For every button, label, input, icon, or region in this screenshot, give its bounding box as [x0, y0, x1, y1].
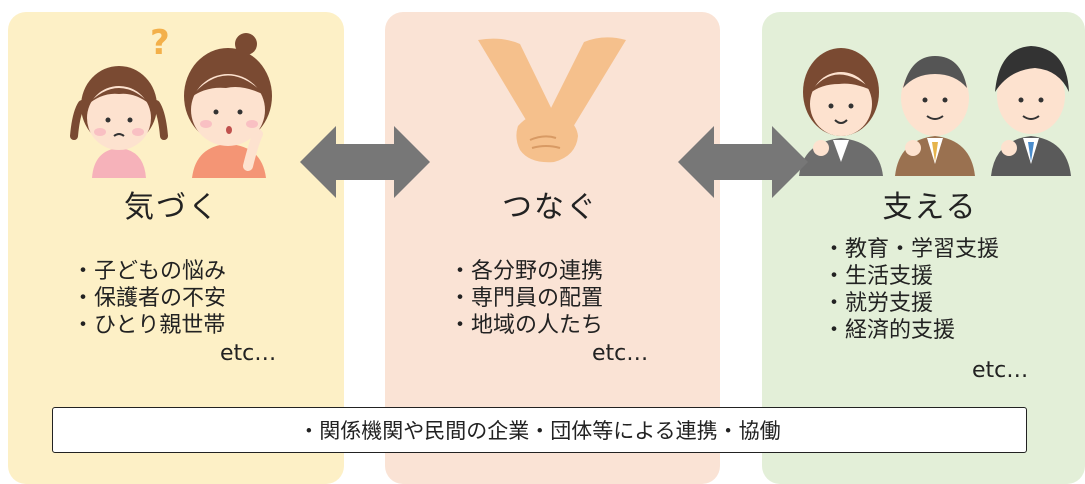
double-arrow-right-icon: [678, 126, 808, 198]
etc-label: etc…: [972, 358, 1029, 383]
list-item: ・保護者の不安: [72, 286, 227, 311]
panel-connect: [385, 12, 720, 484]
collaboration-text: ・関係機関や民間の企業・団体等による連携・協働: [298, 419, 781, 443]
list-item: ・専門員の配置: [449, 286, 604, 311]
question-mark-icon: ?: [150, 23, 170, 63]
item-list-connect: ・各分野の連携 ・専門員の配置 ・地域の人たち: [449, 258, 603, 339]
list-item: ・経済的支援: [823, 318, 956, 343]
etc-label: etc…: [220, 341, 277, 366]
item-list-support: ・教育・学習支援 ・生活支援 ・就労支援 ・経済的支援: [823, 236, 999, 344]
panel-title-connect: つなぐ: [502, 190, 598, 225]
list-item: ・子どもの悩み: [72, 259, 227, 284]
etc-label: etc…: [592, 341, 649, 366]
list-item: ・就労支援: [823, 291, 934, 316]
list-item: ・ひとり親世帯: [72, 313, 226, 338]
double-arrow-left-icon: [300, 126, 430, 198]
item-list-notice: ・子どもの悩み ・保護者の不安 ・ひとり親世帯: [72, 258, 226, 339]
panel-title-support: 支える: [882, 190, 978, 225]
collaboration-banner: ・関係機関や民間の企業・団体等による連携・協働: [52, 407, 1027, 453]
holding-hands-illustration: [478, 37, 626, 163]
list-item: ・生活支援: [823, 264, 934, 289]
panel-title-notice: 気づく: [124, 190, 220, 225]
child-and-parent-illustration: ?: [70, 23, 272, 178]
panel-notice: [8, 12, 344, 484]
list-item: ・教育・学習支援: [823, 237, 1000, 262]
list-item: ・各分野の連携: [449, 259, 604, 284]
supporters-illustration: [799, 46, 1071, 176]
list-item: ・地域の人たち: [449, 313, 604, 338]
